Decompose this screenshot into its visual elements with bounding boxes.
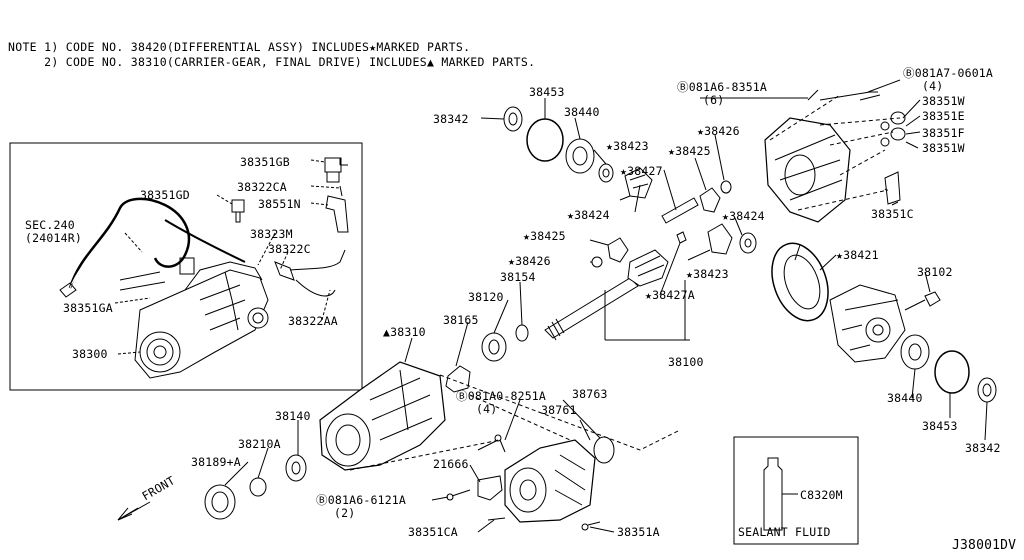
diagram-id: J38001DV: [952, 538, 1017, 553]
label-38453-top[interactable]: 38453: [529, 85, 565, 99]
label-38351GD[interactable]: 38351GD: [140, 188, 190, 202]
sensor-38351GB: [324, 157, 342, 173]
label-38342-top[interactable]: 38342: [433, 112, 469, 126]
bearing-38342-bottom: [977, 377, 997, 403]
label-38425-a[interactable]: ★38425: [668, 144, 711, 158]
pinion-shaft-38427: [661, 197, 699, 224]
label-38165[interactable]: 38165: [443, 313, 479, 327]
label-sealant-code[interactable]: C8320M: [800, 488, 843, 502]
label-38424-b[interactable]: ★38424: [722, 209, 765, 223]
label-bolt-081A0-8251A-qty: (4): [476, 402, 498, 416]
washer-38424-a: [598, 163, 614, 183]
label-38300[interactable]: 38300: [72, 347, 108, 361]
label-38210A[interactable]: 38210A: [238, 437, 281, 451]
label-38351GA[interactable]: 38351GA: [63, 301, 113, 315]
label-38100[interactable]: 38100: [668, 355, 704, 369]
label-bolt-081A7-0601A-qty: (4): [922, 79, 944, 93]
label-38440-top[interactable]: 38440: [564, 105, 600, 119]
label-38189A[interactable]: 38189+A: [191, 455, 241, 469]
label-38351GB[interactable]: 38351GB: [240, 155, 290, 169]
label-38453-bottom[interactable]: 38453: [922, 419, 958, 433]
harness-wire: [68, 197, 191, 289]
label-38322C[interactable]: 38322C: [268, 242, 311, 256]
label-38425-b[interactable]: ★38425: [523, 229, 566, 243]
label-38427A[interactable]: ★38427A: [645, 288, 695, 302]
upper-housing: [764, 117, 851, 223]
label-38322AA[interactable]: 38322AA: [288, 314, 338, 328]
label-38426-a[interactable]: ★38426: [697, 124, 740, 138]
rear-axle-housing-illustration: [134, 261, 269, 379]
label-bolt-081A6-6121A-qty: (2): [334, 506, 356, 520]
label-38427[interactable]: ★38427: [620, 164, 663, 178]
bearing-38120: [481, 332, 507, 362]
seal-38140: [285, 454, 307, 482]
bracket-38551N: [325, 195, 349, 233]
bolt-38102: [904, 291, 941, 311]
label-38310[interactable]: ▲38310: [383, 325, 426, 339]
spacer-38154: [515, 324, 529, 342]
label-38322CA[interactable]: 38322CA: [237, 180, 287, 194]
bearing-38342-top: [503, 106, 523, 132]
label-38421[interactable]: ★38421: [836, 248, 879, 262]
label-38423-b[interactable]: ★38423: [686, 267, 729, 281]
bearing-38440-bottom: [900, 334, 930, 370]
drive-pinion-38100: [544, 277, 639, 339]
label-38440-bottom[interactable]: 38440: [887, 391, 923, 405]
label-bolt-081A6-8351A[interactable]: Ⓑ081A6-8351A: [677, 80, 768, 94]
label-bolt-081A7-0601A[interactable]: Ⓑ081A7-0601A: [903, 66, 994, 80]
label-38120[interactable]: 38120: [468, 290, 504, 304]
oring-38453-bottom: [934, 350, 970, 394]
label-38351C[interactable]: 38351C: [871, 207, 914, 221]
sealant-fluid-box: [733, 436, 859, 545]
label-38351A[interactable]: 38351A: [617, 525, 660, 539]
oring-38453-top: [526, 118, 564, 162]
label-38423-a[interactable]: ★38423: [606, 139, 649, 153]
side-gear-38423-b: [707, 223, 733, 255]
ring-gear-38421: [771, 242, 829, 322]
label-38351W-a[interactable]: 38351W: [922, 94, 965, 108]
nut-38210A: [249, 477, 267, 497]
snap-ring-38763: [593, 436, 615, 464]
bearing-38440-top: [565, 138, 595, 174]
collar-38165: [445, 365, 471, 393]
label-38551N[interactable]: 38551N: [258, 197, 301, 211]
side-gear-38423-a: [624, 167, 653, 199]
label-38154[interactable]: 38154: [500, 270, 536, 284]
label-38426-b[interactable]: ★38426: [508, 254, 551, 268]
label-bolt-081A0-8251A[interactable]: Ⓑ081A0-8251A: [456, 389, 547, 403]
flange-38189A: [204, 484, 236, 520]
label-38342-bottom[interactable]: 38342: [965, 441, 1001, 455]
label-38351CA[interactable]: 38351CA: [408, 525, 458, 539]
label-38763[interactable]: 38763: [572, 387, 608, 401]
label-38351F[interactable]: 38351F: [922, 126, 965, 140]
label-38140[interactable]: 38140: [275, 409, 311, 423]
bracket-21666: [477, 475, 503, 501]
axle-assembly-inset-box: [9, 142, 363, 391]
label-21666[interactable]: 21666: [433, 457, 469, 471]
sealant-caption: SEALANT FLUID: [738, 525, 831, 539]
label-sec240[interactable]: SEC.240: [25, 218, 75, 232]
washer-38424-b: [739, 232, 757, 254]
label-38761[interactable]: 38761: [541, 403, 577, 417]
sealant-bottle: [763, 457, 783, 531]
note-line-2: 2) CODE NO. 38310(CARRIER-GEAR, FINAL DR…: [8, 55, 536, 69]
label-38102[interactable]: 38102: [917, 265, 953, 279]
pinion-mate-38425: [699, 187, 721, 213]
thrust-washer-38426: [720, 180, 732, 194]
label-38351W-b[interactable]: 38351W: [922, 141, 965, 155]
label-bolt-081A6-6121A[interactable]: Ⓑ081A6-6121A: [316, 493, 407, 507]
label-sec240-ref: (24014R): [25, 231, 82, 245]
label-bolt-081A6-8351A-qty: (6): [703, 93, 725, 107]
note-line-1: NOTE 1) CODE NO. 38420(DIFFERENTIAL ASSY…: [8, 40, 471, 54]
label-38351E[interactable]: 38351E: [922, 109, 965, 123]
label-38323M[interactable]: 38323M: [250, 227, 293, 241]
label-38424-a[interactable]: ★38424: [567, 208, 610, 222]
